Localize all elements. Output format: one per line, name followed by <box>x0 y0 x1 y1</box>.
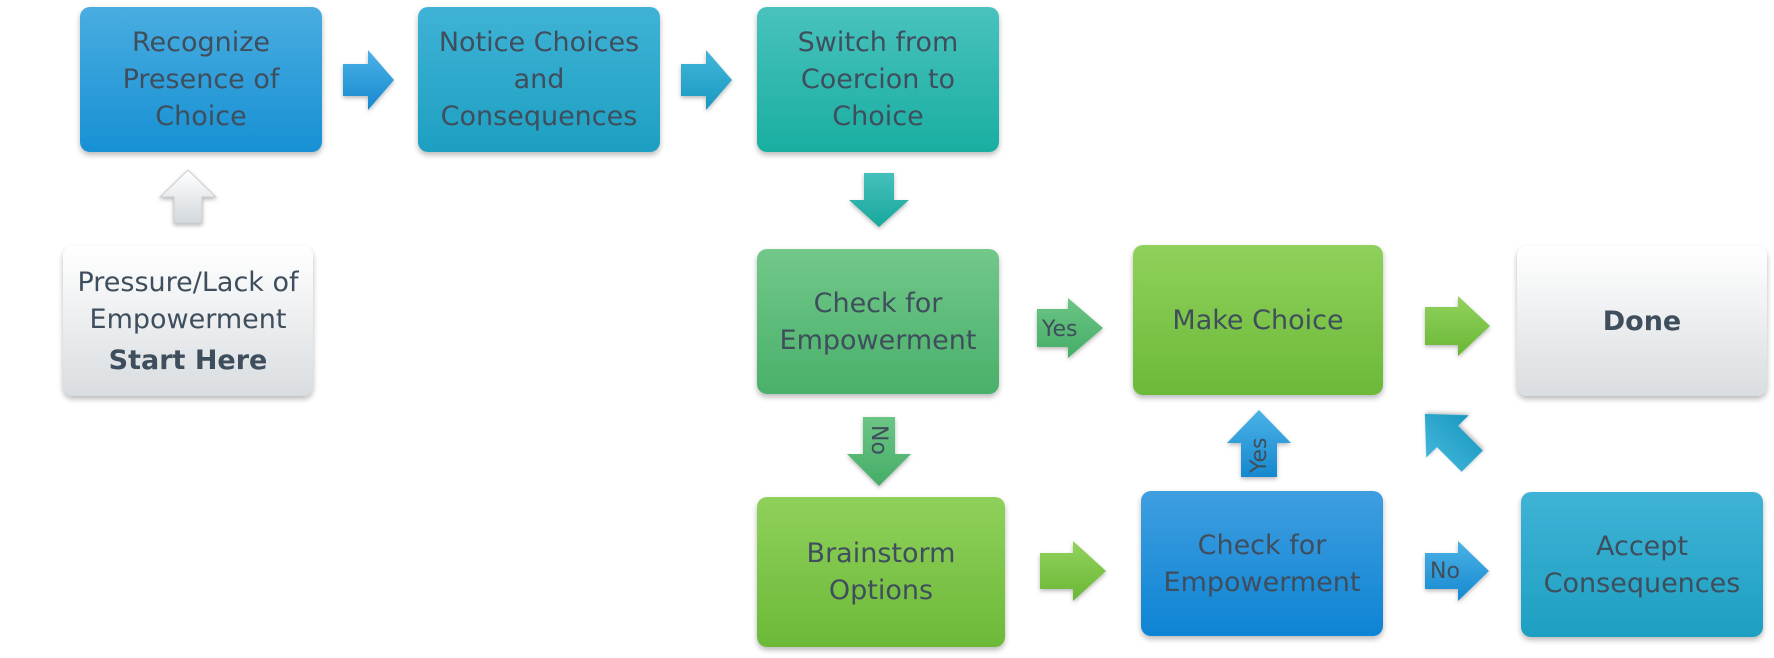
check1-yes-label: Yes <box>1041 317 1078 342</box>
box-accept-consequences-label: Accept Consequences <box>1543 530 1741 599</box>
box-make-choice: Make Choice <box>1133 245 1383 395</box>
box-pressure-start: Pressure/Lack of Empowerment Start Here <box>63 246 313 396</box>
box-brainstorm-options: Brainstorm Options <box>757 497 1005 647</box>
check1-no-label: No <box>866 425 891 455</box>
box-switch-coercion: Switch from Coercion to Choice <box>757 7 999 152</box>
box-recognize-choice: Recognize Presence of Choice <box>80 7 322 152</box>
check2-yes-label: Yes <box>1247 437 1272 474</box>
start-here-label: Start Here <box>108 344 268 376</box>
arrow-right-yes-icon <box>1037 298 1103 358</box>
arrow-right-icon <box>1040 541 1106 601</box>
box-done-label: Done <box>1602 305 1682 337</box>
arrow-up-icon <box>158 169 218 224</box>
arrow-down-icon <box>849 173 909 227</box>
box-switch-coercion-label: Switch from Coercion to Choice <box>797 27 959 132</box>
box-check-empowerment-2: Check for Empowerment <box>1141 491 1383 636</box>
box-done: Done <box>1517 246 1767 396</box>
arrow-down-no-icon <box>847 417 911 486</box>
arrow-right-no-icon <box>1425 541 1489 601</box>
box-check-empowerment-1: Check for Empowerment <box>757 249 999 394</box>
box-brainstorm-options-label: Brainstorm Options <box>806 538 956 606</box>
arrow-right-icon <box>681 50 732 110</box>
box-check-empowerment-2-label: Check for Empowerment <box>1163 529 1361 598</box>
arrow-up-yes-icon <box>1227 410 1291 477</box>
box-make-choice-label: Make Choice <box>1172 304 1344 336</box>
box-recognize-choice-label: Recognize Presence of Choice <box>122 27 280 132</box>
box-check-empowerment-1-label: Check for Empowerment <box>779 287 977 356</box>
box-accept-consequences: Accept Consequences <box>1521 492 1763 637</box>
box-pressure-label: Pressure/Lack of Empowerment <box>77 266 299 335</box>
box-notice-choices-label: Notice Choices and Consequences <box>438 27 640 132</box>
box-notice-choices: Notice Choices and Consequences <box>418 7 660 152</box>
arrow-right-icon <box>1425 296 1490 356</box>
arrow-right-icon <box>343 50 394 110</box>
check2-no-label: No <box>1430 559 1460 584</box>
arrow-diagonal-up-left-icon <box>1424 413 1483 472</box>
